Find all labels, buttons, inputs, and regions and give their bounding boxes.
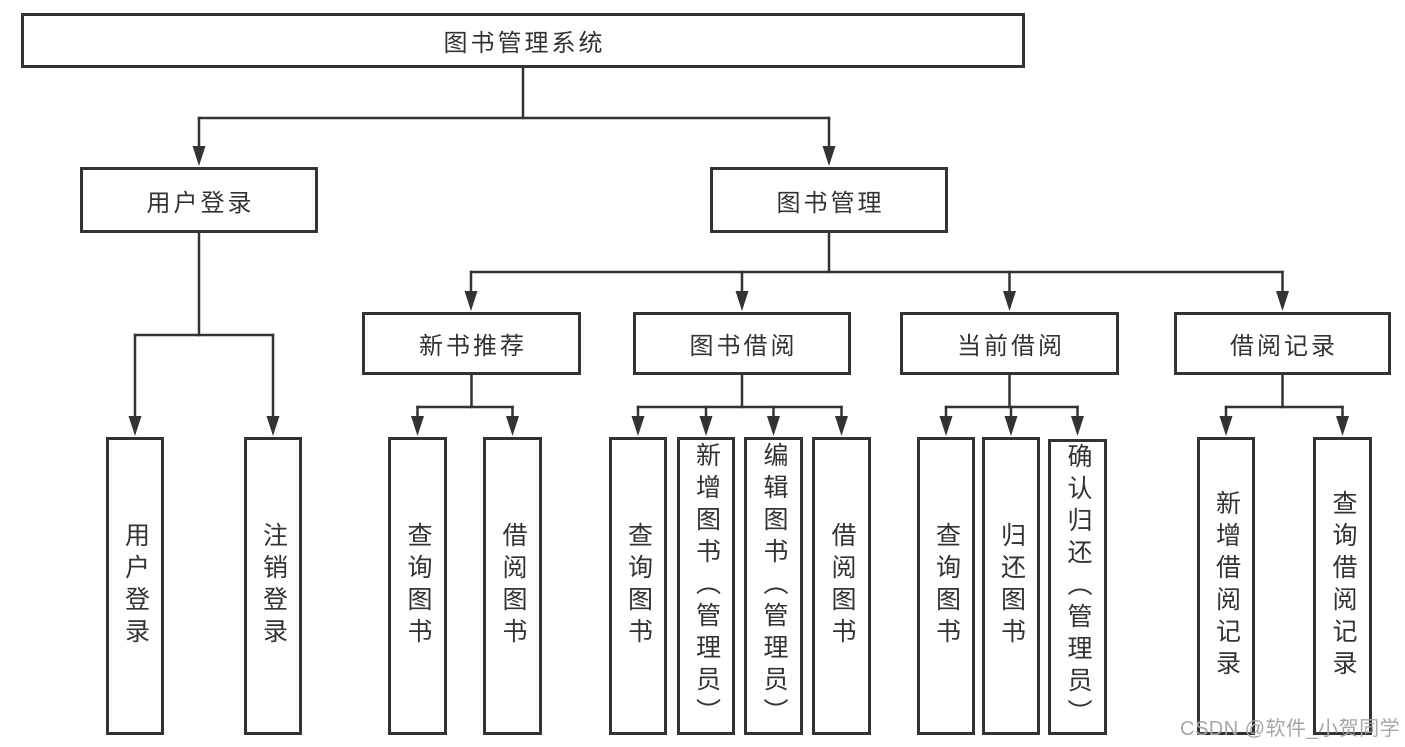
watermark: CSDN @软件_小贺同学 — [1180, 718, 1401, 740]
leaf-query-books-2: 查询图书 — [609, 437, 667, 735]
leaf-query-books-1: 查询图书 — [388, 437, 447, 735]
leaf-return-books: 归还图书 — [982, 437, 1040, 735]
group-book-borrow: 图书借阅 — [633, 312, 851, 375]
group-new-books: 新书推荐 — [362, 312, 581, 375]
leaf-confirm-return-admin: 确认归还（管理员） — [1048, 439, 1107, 735]
leaf-label: 确认归还（管理员） — [1064, 443, 1092, 731]
group-current-borrow: 当前借阅 — [900, 312, 1119, 375]
leaf-label: 新增图书（管理员） — [692, 442, 721, 730]
leaf-label: 查询图书 — [404, 522, 432, 650]
leaf-label: 查询图书 — [624, 522, 653, 650]
leaf-edit-books-admin: 编辑图书（管理员） — [744, 437, 803, 735]
leaf-query-books-3: 查询图书 — [917, 437, 975, 735]
leaf-label: 编辑图书（管理员） — [760, 442, 788, 730]
node-user-login: 用户登录 — [80, 167, 318, 233]
leaf-borrow-books-2: 借阅图书 — [812, 437, 871, 735]
leaf-add-borrow-record: 新增借阅记录 — [1197, 437, 1255, 735]
leaf-label: 用户登录 — [121, 522, 150, 650]
leaf-label: 注销登录 — [259, 522, 288, 650]
leaf-query-borrow-record: 查询借阅记录 — [1313, 437, 1372, 735]
node-book-mgmt: 图书管理 — [710, 167, 948, 233]
leaf-label: 借阅图书 — [499, 522, 527, 650]
leaf-user-login: 用户登录 — [106, 437, 164, 735]
node-root: 图书管理系统 — [21, 13, 1025, 68]
leaf-borrow-books-1: 借阅图书 — [483, 437, 542, 735]
leaf-label: 查询图书 — [932, 522, 961, 650]
leaf-logout: 注销登录 — [244, 437, 302, 735]
leaf-label: 借阅图书 — [828, 522, 856, 650]
leaf-add-books-admin: 新增图书（管理员） — [677, 437, 735, 735]
leaf-label: 新增借阅记录 — [1212, 490, 1241, 682]
group-borrow-records: 借阅记录 — [1174, 312, 1391, 375]
leaf-label: 查询借阅记录 — [1329, 490, 1357, 682]
leaf-label: 归还图书 — [997, 522, 1026, 650]
